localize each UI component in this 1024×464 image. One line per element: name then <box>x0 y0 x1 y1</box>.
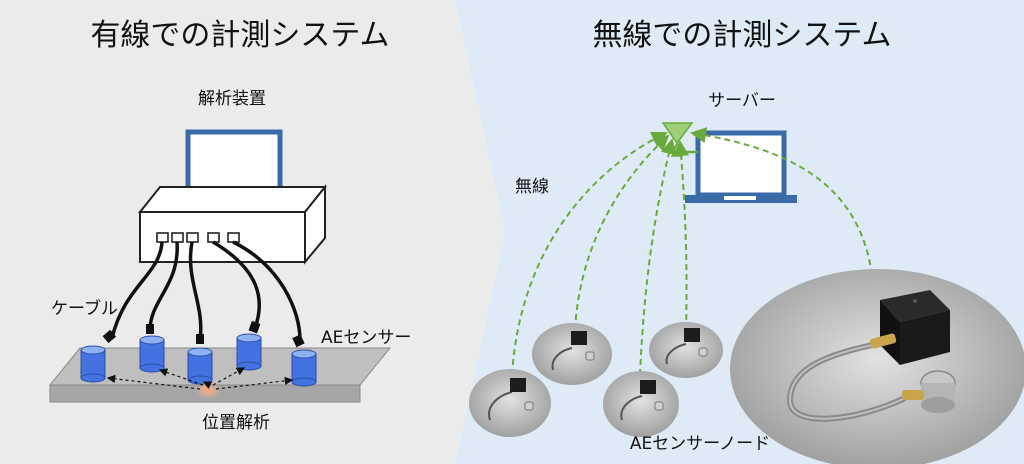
localization-label: 位置解析 <box>202 413 270 433</box>
cylinder-sensor-icon <box>139 335 165 373</box>
sensor-node <box>649 322 723 378</box>
wireless-title: 無線での計測システム <box>592 18 891 53</box>
analyzer-label: 解析装置 <box>198 89 266 109</box>
sensor-node-label: AEセンサーノード <box>630 434 770 454</box>
cable-connectors <box>102 320 305 348</box>
network-hub-icon <box>137 184 328 265</box>
cylinder-sensor-icon <box>291 349 317 387</box>
sensor-cables <box>110 240 302 341</box>
sensor-node-closeup <box>730 269 1024 464</box>
ae-source-core <box>203 386 213 394</box>
wireless-label: 無線 <box>515 177 549 197</box>
cylinder-sensor-icon <box>80 345 106 383</box>
cylinder-sensor-icon <box>187 347 213 385</box>
cylinder-sensor-icon <box>236 333 262 371</box>
ae-sensors <box>80 333 317 387</box>
localization-arrows <box>106 367 294 390</box>
wireless-links <box>511 127 873 376</box>
sensor-node <box>469 369 551 437</box>
server-label: サーバー <box>708 91 776 111</box>
wired-title: 有線での計測システム <box>90 18 389 53</box>
ae-sensor-label: AEセンサー <box>321 328 411 348</box>
sensor-node <box>603 371 679 437</box>
server-laptop-icon <box>685 130 797 203</box>
sensor-node <box>532 323 612 385</box>
cable-label: ケーブル <box>51 298 118 319</box>
